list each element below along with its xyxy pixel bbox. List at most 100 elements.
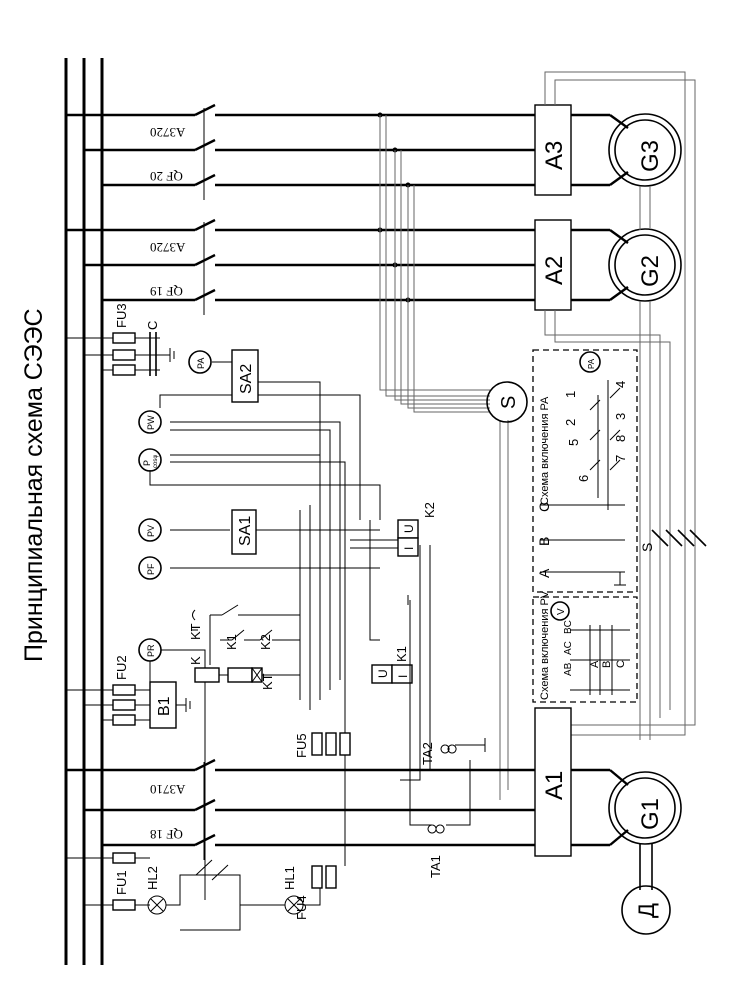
ct-label-ta2: TA2 — [420, 742, 435, 765]
regulator-a3-label: A3 — [541, 141, 568, 170]
pa-phase-b: B — [536, 537, 552, 546]
fuse-label-fu1: FU1 — [114, 870, 129, 895]
regulator-a3 — [534, 104, 572, 196]
pv-phase-c: C — [615, 660, 627, 668]
voltmeter-pv — [138, 518, 162, 542]
switch-b1[interactable] — [149, 681, 177, 729]
breaker-label-qf19: QF 19 — [150, 284, 183, 299]
fu2-group — [66, 684, 191, 726]
switch-b1-label: B1 — [156, 696, 173, 716]
current-transformers — [409, 600, 486, 834]
pa-scheme-title: Схема включения PA — [539, 396, 551, 505]
control-loop-lines — [544, 71, 707, 740]
breaker-label-a3720-mid: A3720 — [150, 240, 185, 255]
switch-sa2[interactable] — [231, 349, 259, 403]
meter-wires — [149, 361, 431, 810]
synchronoscope-label: S — [498, 396, 520, 409]
wattmeter-pw — [138, 410, 162, 434]
breaker-label-a3710: A3710 — [150, 782, 185, 797]
prime-mover-motor — [621, 885, 671, 935]
relay-k2-label: K2 — [422, 502, 437, 518]
frequency-meter-pf — [138, 556, 162, 580]
fuse-label-fu5: FU5 — [294, 733, 309, 758]
relay-control-circuit — [192, 604, 300, 683]
pv-pos-bc: BC — [563, 620, 574, 634]
pv-pos-ab: AB — [563, 662, 574, 676]
page-title: Принципиальная схема СЭЭС — [20, 308, 48, 662]
meter-pa-label: PA — [196, 358, 206, 369]
ct-label-ta1: TA1 — [428, 855, 443, 878]
ammeter-pa — [188, 350, 212, 374]
relay-k1-label: K1 — [394, 646, 409, 662]
lamp-label-hl1: HL1 — [282, 866, 297, 890]
relay-k2-i — [397, 537, 419, 557]
pa-scheme-meter-label: PA — [587, 358, 596, 369]
breaker-label-a3720-top: A3720 — [150, 125, 185, 140]
pv-phase-b: B — [601, 661, 613, 668]
generator-g2-label: G2 — [637, 255, 664, 287]
relay-k1-label-top: K1 — [224, 634, 239, 650]
relay-kt-label-bottom: KT — [260, 673, 275, 690]
fu5-group — [311, 732, 351, 756]
relay-k1-u-label: U — [376, 669, 390, 678]
g1-branch — [66, 758, 535, 860]
breaker-label-qf20: QF 20 — [150, 169, 183, 184]
generator-g3-label: G3 — [637, 140, 664, 172]
relay-k1-i — [391, 664, 413, 684]
pa-contact-8: 8 — [613, 435, 628, 442]
breaker-label-qf18: QF 18 — [150, 827, 183, 842]
relay-k2-i-label: I — [402, 547, 416, 550]
relay-k2-label-top: K2 — [258, 634, 273, 650]
relay-k2-u-label: U — [402, 524, 416, 533]
pv-scheme-title: Схема включения PV — [539, 590, 551, 700]
pa-phase-c: C — [536, 502, 552, 512]
meter-pv-label: PV — [146, 525, 156, 537]
generator-g1 — [608, 771, 682, 845]
pv-scheme — [532, 596, 638, 703]
regulator-a1 — [534, 707, 572, 857]
relay-k1-i-label: I — [396, 675, 410, 678]
capacitor-label-c: C — [145, 321, 160, 330]
synchronoscope — [486, 381, 528, 423]
pv-phase-a: A — [589, 660, 601, 668]
switch-sa1[interactable] — [231, 509, 257, 555]
sync-wires — [379, 115, 509, 800]
motor-label: Д — [634, 903, 659, 918]
main-busbars — [64, 58, 104, 965]
pa-contact-5: 5 — [566, 439, 581, 446]
fu3-group — [66, 332, 175, 376]
pa-contact-4: 4 — [613, 381, 628, 388]
pv-scheme-meter — [550, 601, 570, 621]
regulator-a2 — [534, 219, 572, 311]
generator-g3 — [608, 113, 682, 187]
meter-pcos-label: P — [142, 460, 152, 466]
fuse-label-fu4: FU4 — [294, 895, 309, 920]
meter-pr-label: PR — [146, 644, 156, 657]
meter-pw-label: PW — [146, 415, 156, 430]
pa-scheme-meter — [579, 351, 601, 373]
s-wire-label: S — [639, 543, 655, 552]
regulator-a1-label: A1 — [541, 771, 568, 800]
fuse-label-fu2: FU2 — [114, 655, 129, 680]
relay-kt-label-top: KT — [188, 623, 203, 640]
fuse-label-fu3: FU3 — [114, 303, 129, 328]
pa-phase-a: A — [536, 568, 552, 578]
meter-pf-label: PF — [146, 563, 156, 575]
generator-g1-label: G1 — [637, 798, 664, 830]
power-factor-meter — [138, 448, 162, 472]
fu1-hl-group — [66, 810, 346, 931]
pa-contact-1: 1 — [563, 391, 578, 398]
pa-contact-2: 2 — [563, 419, 578, 426]
pv-pos-ac: AC — [563, 641, 574, 655]
pa-contact-6: 6 — [576, 475, 591, 482]
switch-sa1-label: SA1 — [237, 516, 254, 546]
relay-k-label: K — [188, 656, 203, 665]
pa-scheme — [532, 349, 638, 593]
g2-branch — [66, 218, 535, 315]
meter-pcos-sub: cosφ — [153, 455, 159, 468]
g3-branch — [66, 103, 535, 200]
pa-contact-7: 7 — [613, 455, 628, 462]
lamp-label-hl2: HL2 — [145, 866, 160, 890]
regulator-a2-label: A2 — [541, 256, 568, 285]
